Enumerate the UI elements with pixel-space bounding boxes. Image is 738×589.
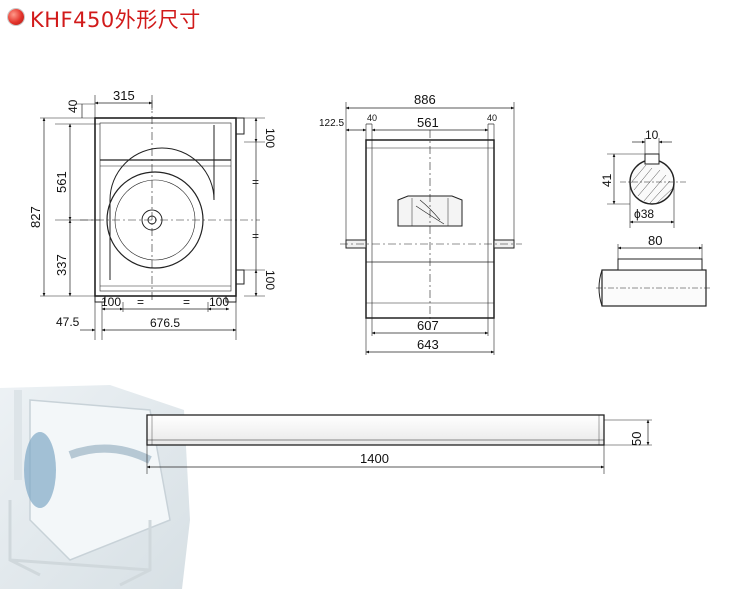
dim-front-left-gap: 40 [367,113,377,123]
dim-side-equal-bottom-b: = [183,295,190,309]
shaft-section-labels: 10 41 ϕ38 [600,128,659,221]
dim-side-equal-bottom-a: = [137,295,144,309]
dim-side-total-width: 676.5 [150,316,180,330]
shaft-side-key [617,258,703,271]
shaft-keyway [644,153,660,165]
dim-side-height-total: 827 [28,206,43,228]
header: KHF450外形尺寸 [0,0,738,36]
base-rail [146,414,652,474]
dim-side-inner-lower: 337 [54,254,69,276]
dim-shaft-diameter: ϕ38 [634,207,654,221]
front-view-labels: 886 122.5 40 561 40 607 643 [319,92,497,352]
fan-photo [0,385,190,589]
bullet-icon [8,9,24,25]
dim-front-base-width: 643 [417,337,439,352]
base-rail-labels: 50 1400 [360,432,644,466]
dim-side-top-width: 315 [113,88,135,103]
dim-side-top-offset: 40 [66,99,80,113]
dim-side-left-offset: 47.5 [56,315,80,329]
shaft-section [607,138,686,228]
side-view-labels: 315 40 827 561 337 100 100 = = 100 = = 1… [28,88,277,330]
side-frame [94,117,237,297]
side-scroll [109,125,215,280]
shaft-side-labels: 80 [648,233,662,248]
dim-side-equal-lower: = [252,229,259,243]
dim-side-bottom-right: 100 [209,295,229,309]
fan-photo-motor [24,432,56,508]
side-view [40,95,265,340]
dim-shaft-key-width: 10 [645,128,659,142]
dim-shaft-key-length: 80 [648,233,662,248]
dim-shaft-key-depth: 41 [600,173,614,187]
dim-front-housing-width: 607 [417,318,439,333]
page-title: KHF450外形尺寸 [30,8,201,32]
dim-front-inner-width: 561 [417,115,439,130]
dim-rail-length: 1400 [360,451,389,466]
shaft-side [596,244,712,307]
dim-side-equal-upper: = [252,175,259,189]
front-view [340,102,522,355]
base-rail-body [146,414,605,446]
dim-front-total-width: 886 [414,92,436,107]
dim-side-inner-upper: 561 [54,171,69,193]
dim-side-right-top: 100 [263,128,277,148]
side-frame-inner [99,122,232,292]
dim-front-shaft-ext: 122.5 [319,118,344,129]
dim-side-bottom-left: 100 [101,295,121,309]
side-foot-right [225,295,237,303]
dim-front-right-gap: 40 [487,113,497,123]
dim-side-right-bottom: 100 [263,270,277,290]
dim-rail-height: 50 [629,432,644,446]
side-foot-left [94,295,106,303]
